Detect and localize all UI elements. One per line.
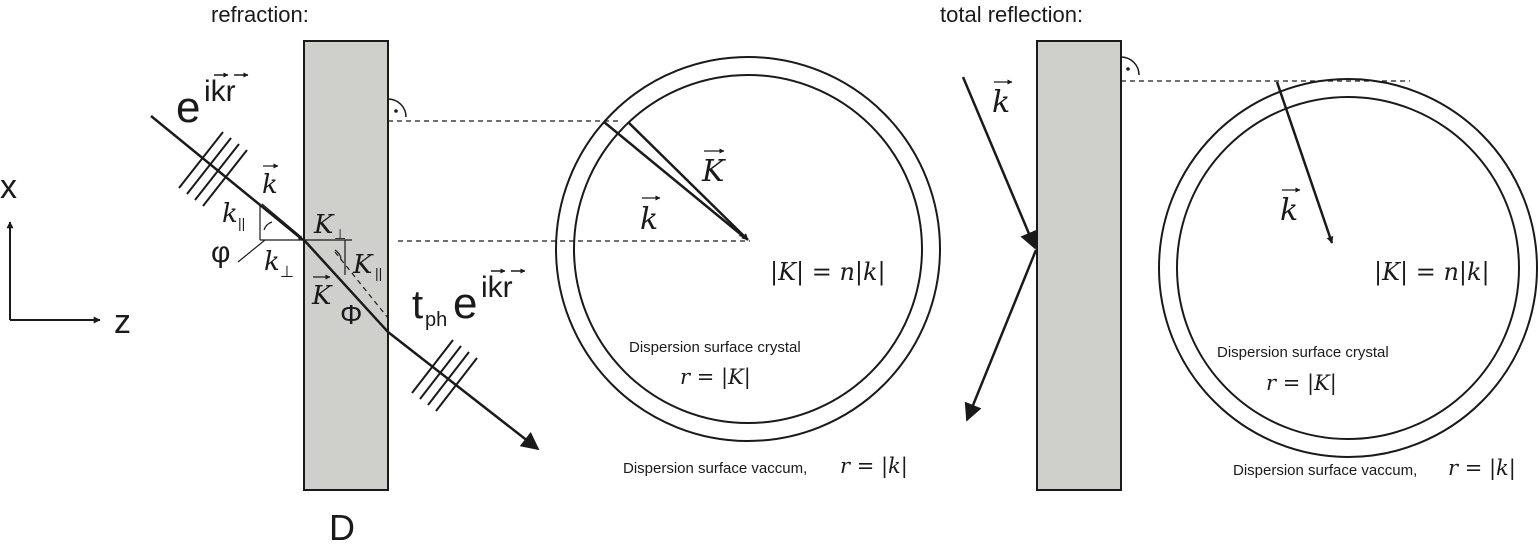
incident-beam: [150, 115, 304, 241]
reflection-incident-beam: [961, 76, 1038, 250]
svg-text:k: k: [1280, 193, 1298, 228]
k-vector-label: k: [262, 163, 279, 200]
reflection-circle-k-label: k: [1280, 187, 1301, 228]
transmitted-wavefronts: [411, 339, 478, 412]
K-wavevector: [627, 121, 749, 241]
magnitude-equation: |K| = n|k|: [770, 258, 886, 287]
circle-k-label: k: [640, 195, 661, 237]
vacuum-surface-label: Dispersion surface vaccum,: [623, 460, 807, 477]
slab-thickness-label: D: [329, 507, 355, 548]
K-vector-label: K: [311, 274, 333, 311]
heading-total-reflection: total reflection:: [940, 2, 1083, 27]
transmitted-wave-label: t ph e ikr: [412, 268, 526, 331]
svg-text:e: e: [453, 279, 477, 328]
svg-text:||: ||: [375, 265, 382, 281]
reflection-crystal-radius-equation: r = |K|: [1266, 371, 1337, 396]
dispersion-surface-vacuum: [555, 56, 941, 442]
svg-text:ph: ph: [425, 309, 447, 331]
svg-text:⊥: ⊥: [280, 264, 294, 281]
svg-text:K: K: [701, 154, 726, 189]
coordinate-axes: x z: [0, 168, 131, 341]
svg-text:k: k: [222, 199, 238, 229]
svg-text:⊥: ⊥: [334, 226, 346, 242]
z-axis-label: z: [114, 303, 131, 341]
svg-text:k: k: [264, 247, 280, 277]
x-axis-label: x: [0, 168, 17, 206]
incident-wavefronts: [178, 131, 248, 207]
incident-wave-label: e ikr: [176, 72, 249, 132]
svg-text:K: K: [311, 281, 333, 311]
svg-text:e: e: [176, 83, 200, 132]
svg-text:k: k: [640, 202, 658, 237]
K-parallel-label: K ||: [352, 250, 382, 281]
crystal-slab: [303, 40, 389, 491]
reflection-right-angle-marker: [1120, 56, 1140, 76]
refracted-beam: [303, 239, 389, 333]
svg-text:ikr: ikr: [481, 271, 513, 304]
svg-text:K: K: [313, 210, 335, 240]
reflection-crystal-surface-label: Dispersion surface crystal: [1217, 344, 1389, 361]
svg-text:k: k: [262, 170, 278, 200]
reflection-dispersion-crystal: [1176, 96, 1520, 440]
svg-text:||: ||: [238, 215, 245, 231]
crystal-surface-label: Dispersion surface crystal: [629, 339, 801, 356]
svg-text:k: k: [992, 85, 1010, 120]
k-perpendicular-label: k ⊥: [264, 247, 294, 281]
heading-refraction: refraction:: [211, 2, 309, 27]
k-parallel-label: k ||: [222, 199, 245, 231]
svg-text:t: t: [412, 283, 423, 327]
svg-text:K: K: [352, 250, 374, 280]
reflection-k-wavevector: [1275, 81, 1334, 244]
angle-phi-small: φ: [211, 236, 230, 269]
reflection-vacuum-radius-equation: r = |k|: [1448, 456, 1516, 481]
reflection-vacuum-surface-label: Dispersion surface vaccum,: [1233, 462, 1417, 479]
right-angle-marker: [387, 98, 407, 118]
reflection-k-label: k: [992, 79, 1013, 120]
reflection-dispersion-vacuum: [1158, 78, 1538, 458]
angle-phi-big: Φ: [340, 299, 362, 330]
k-decomposition: [237, 203, 389, 319]
transmitted-beam: [387, 331, 540, 451]
dispersion-surface-crystal: [573, 74, 923, 424]
crystal-radius-equation: r = |K|: [680, 365, 751, 390]
k-wavevector: [603, 121, 745, 238]
reflection-reflected-beam: [964, 249, 1038, 422]
vacuum-radius-equation: r = |k|: [840, 454, 908, 479]
K-perpendicular-label: K ⊥: [313, 210, 346, 242]
reflection-slab: [1036, 40, 1122, 491]
svg-text:ikr: ikr: [204, 75, 236, 108]
reflection-magnitude-equation: |K| = n|k|: [1374, 258, 1490, 287]
circle-K-label: K: [701, 148, 726, 189]
